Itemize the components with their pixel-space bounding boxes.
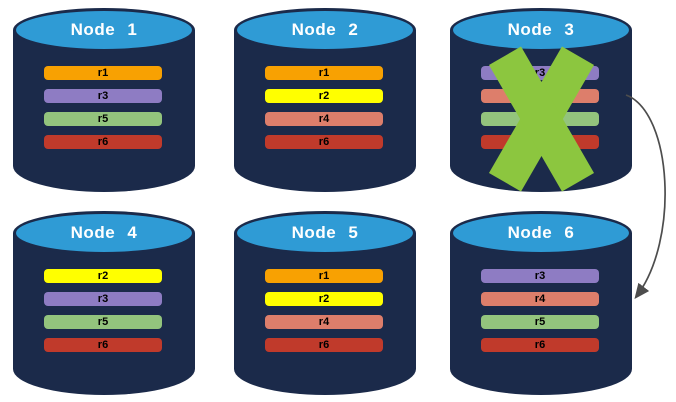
node-3-cylinder-body [450, 30, 632, 192]
node-6-header: Node 6 [450, 211, 632, 255]
node-6: r3 r4 r5 r6 Node 6 [450, 211, 632, 395]
node-5: r1 r2 r4 r6 Node 5 [234, 211, 416, 395]
node-1-cylinder-body [13, 30, 195, 192]
replica-label: r1 [318, 67, 330, 79]
node-3-replica-bar: r6 [481, 135, 599, 149]
node-5-replica-bar: r2 [265, 292, 383, 306]
node-3-replica-bar: r5 [481, 112, 599, 126]
node-1-header: Node 1 [13, 8, 195, 52]
node-1-replica-bar: r1 [44, 66, 162, 80]
node-2-replica-bar: r6 [265, 135, 383, 149]
replica-label: r2 [318, 293, 330, 305]
replica-label: r6 [534, 339, 546, 351]
node-6-replica-bar: r4 [481, 292, 599, 306]
replica-label: r3 [534, 270, 546, 282]
node-4-header: Node 4 [13, 211, 195, 255]
node-3: r3 r4 r5 r6 Node 3 [450, 8, 632, 192]
replica-label: r1 [97, 67, 109, 79]
node-4-replica-bar: r6 [44, 338, 162, 352]
node-2-cylinder-body [234, 30, 416, 192]
node-2-replica-bar: r2 [265, 89, 383, 103]
node-3-replica-bar: r4 [481, 89, 599, 103]
replica-label: r3 [97, 293, 109, 305]
replica-label: r5 [534, 113, 546, 125]
node-6-replica-bar: r5 [481, 315, 599, 329]
node-1-replica-bar: r3 [44, 89, 162, 103]
node-6-replica-bar: r3 [481, 269, 599, 283]
node-1: r1 r3 r5 r6 Node 1 [13, 8, 195, 192]
replica-label: r4 [318, 113, 330, 125]
replica-label: r3 [97, 90, 109, 102]
replica-label: r2 [97, 270, 109, 282]
replica-label: r6 [534, 136, 546, 148]
replica-label: r2 [318, 90, 330, 102]
replica-label: r6 [97, 339, 109, 351]
node-2-title: Node 2 [291, 20, 359, 39]
node-4-replica-bar: r2 [44, 269, 162, 283]
node-2-replica-bar: r4 [265, 112, 383, 126]
node-2: r1 r2 r4 r6 Node 2 [234, 8, 416, 192]
replica-label: r6 [318, 136, 330, 148]
node-3-replica-bar: r3 [481, 66, 599, 80]
node-4: r2 r3 r5 r6 Node 4 [13, 211, 195, 395]
replica-label: r5 [97, 316, 109, 328]
node-6-cylinder-body [450, 233, 632, 395]
replica-label: r4 [534, 293, 546, 305]
replica-label: r1 [318, 270, 330, 282]
node-1-title: Node 1 [70, 20, 138, 39]
node-1-replica-bar: r6 [44, 135, 162, 149]
node-2-header: Node 2 [234, 8, 416, 52]
node-5-replica-bar: r4 [265, 315, 383, 329]
node-4-title: Node 4 [70, 223, 138, 242]
node-3-title: Node 3 [507, 20, 575, 39]
replica-label: r4 [318, 316, 330, 328]
node-5-title: Node 5 [291, 223, 359, 242]
node-1-replica-bar: r5 [44, 112, 162, 126]
replica-label: r6 [318, 339, 330, 351]
node-5-header: Node 5 [234, 211, 416, 255]
replica-label: r5 [534, 316, 546, 328]
node-3-header: Node 3 [450, 8, 632, 52]
replica-label: r3 [534, 67, 546, 79]
node-6-replica-bar: r6 [481, 338, 599, 352]
node-2-replica-bar: r1 [265, 66, 383, 80]
node-5-replica-bar: r6 [265, 338, 383, 352]
node-6-title: Node 6 [507, 223, 575, 242]
node-4-replica-bar: r3 [44, 292, 162, 306]
replica-label: r5 [97, 113, 109, 125]
node-5-replica-bar: r1 [265, 269, 383, 283]
node-4-replica-bar: r5 [44, 315, 162, 329]
replica-label: r4 [534, 90, 546, 102]
node-5-cylinder-body [234, 233, 416, 395]
replica-label: r6 [97, 136, 109, 148]
node-4-cylinder-body [13, 233, 195, 395]
